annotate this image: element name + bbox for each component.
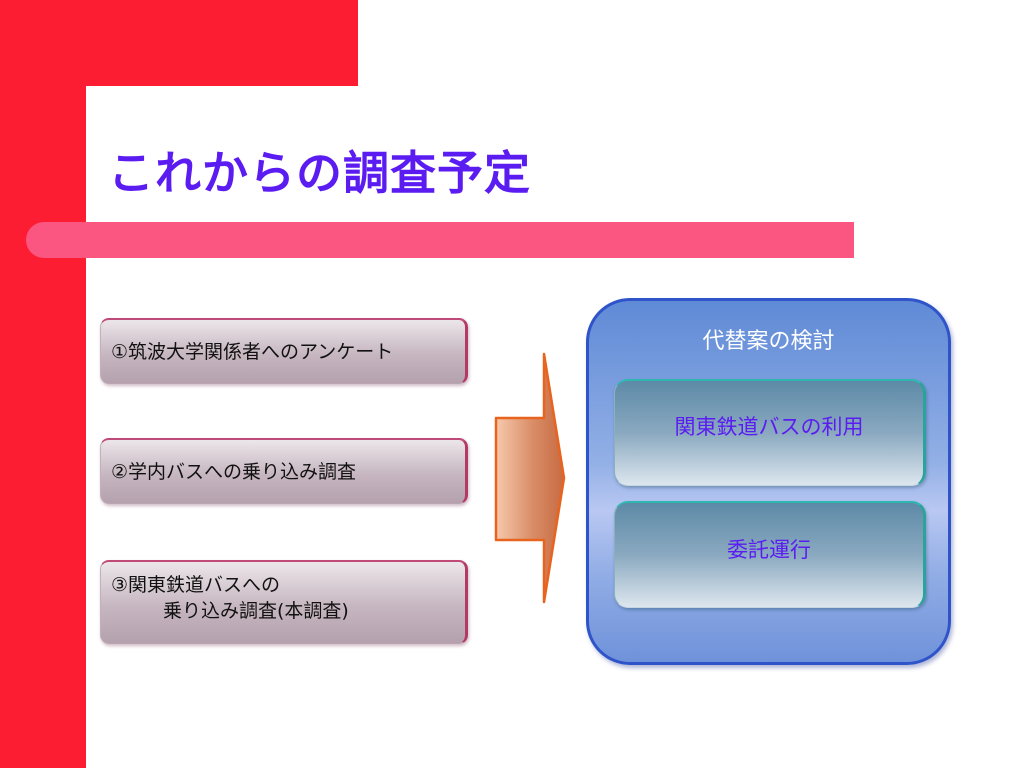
alternatives-panel: 代替案の検討 関東鉄道バスの利用 委託運行	[586, 298, 951, 665]
red-side-band	[0, 0, 86, 768]
alternative-label: 委託運行	[727, 538, 811, 562]
survey-box-questionnaire: ①筑波大学関係者へのアンケート	[100, 318, 468, 384]
alternatives-title: 代替案の検討	[702, 329, 835, 354]
survey-label-line2: 乗り込み調査(本調査)	[163, 600, 349, 622]
right-arrow-icon	[494, 352, 566, 604]
survey-label: ②学内バスへの乗り込み調査	[111, 460, 357, 483]
survey-label-line1: ③関東鉄道バスへの	[111, 574, 281, 596]
title-underline-bar	[26, 222, 854, 258]
survey-label: ①筑波大学関係者へのアンケート	[111, 340, 394, 363]
slide-title: これからの調査予定	[108, 146, 531, 200]
alternative-contracted-service: 委託運行	[614, 501, 926, 608]
alternative-label: 関東鉄道バスの利用	[674, 415, 864, 439]
survey-box-campus-bus: ②学内バスへの乗り込み調査	[100, 438, 468, 504]
survey-box-kanto-bus: ③関東鉄道バスへの 乗り込み調査(本調査)	[100, 560, 468, 644]
alternative-kanto-bus: 関東鉄道バスの利用	[614, 379, 926, 486]
